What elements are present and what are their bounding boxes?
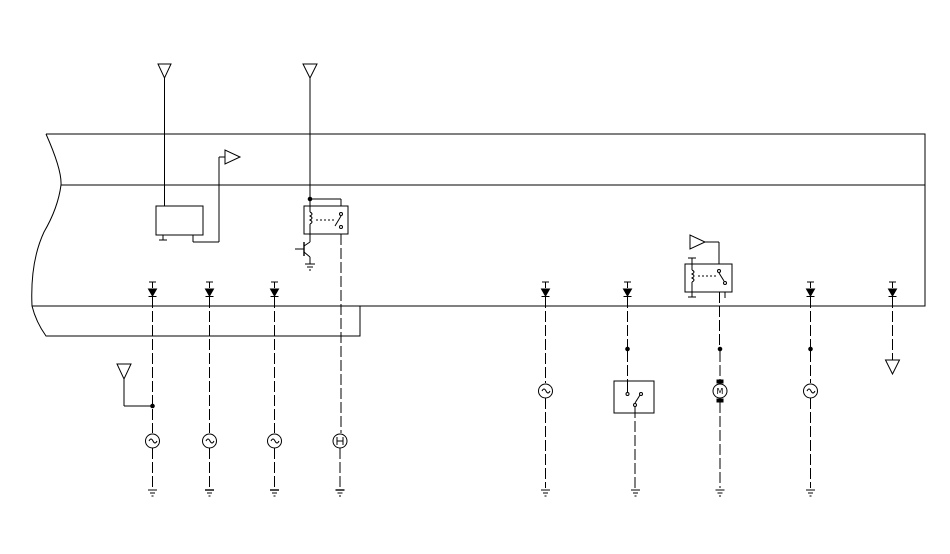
motor-mark: M (717, 387, 724, 396)
harness-outline (31, 133, 926, 337)
relay-2 (684, 257, 733, 298)
branch-8 (803, 281, 818, 497)
power-feed-2 (302, 63, 342, 206)
control-module (155, 156, 225, 243)
transistor (295, 232, 315, 271)
relay-1 (303, 199, 349, 235)
branch-9 (884, 281, 901, 376)
branch-7-motor: M (712, 292, 728, 497)
output-arrow-1 (224, 149, 242, 165)
branch-3 (267, 281, 282, 497)
branch-4 (332, 234, 348, 497)
branch-5 (538, 281, 553, 497)
branch-2 (202, 281, 217, 497)
power-feed-1 (157, 63, 172, 206)
output-arrow-2 (689, 234, 720, 264)
branch-1 (116, 281, 160, 497)
branch-6-switch (613, 281, 655, 497)
